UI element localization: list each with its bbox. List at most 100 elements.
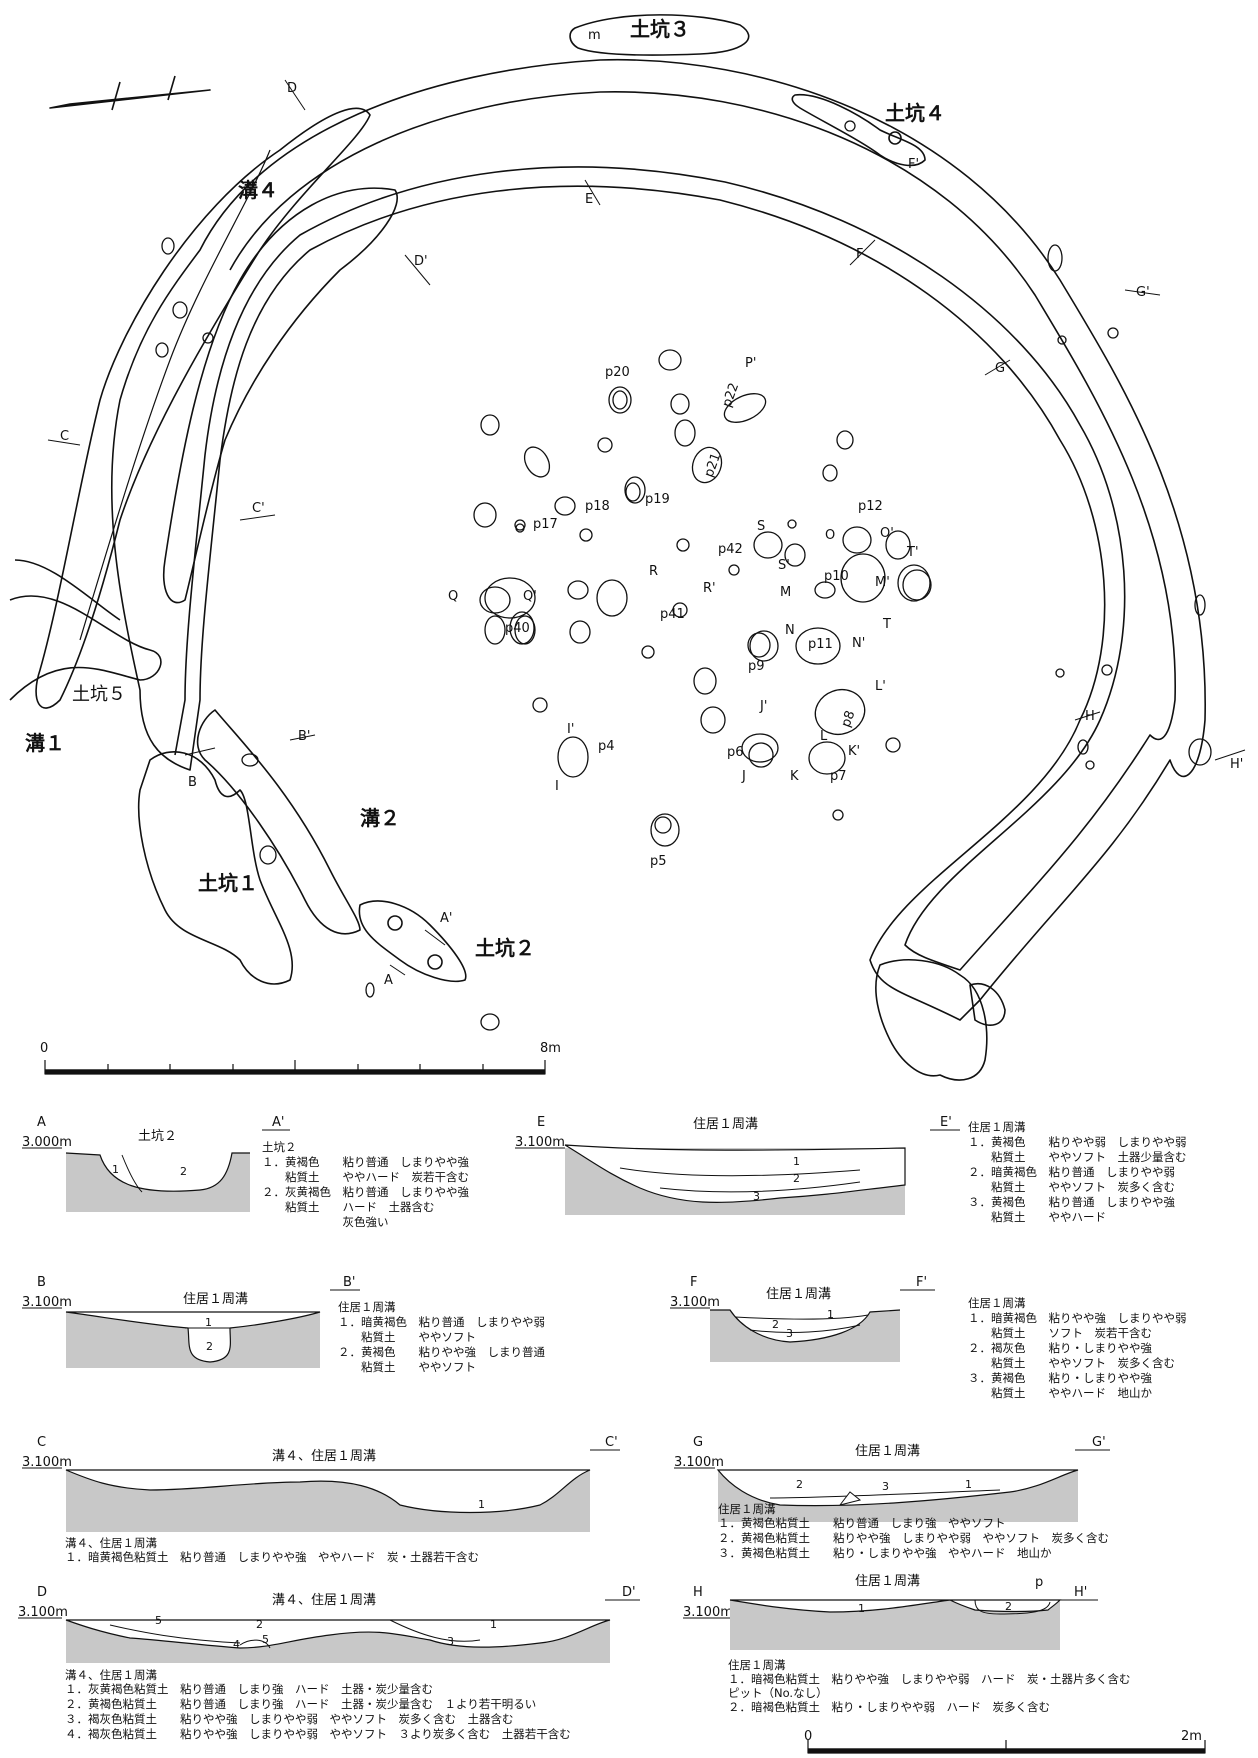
svg-text:p42: p42	[718, 542, 743, 557]
svg-text:B': B'	[343, 1275, 356, 1290]
north-arrow-icon	[49, 75, 211, 111]
svg-text:5: 5	[155, 1614, 162, 1627]
svg-text:H': H'	[1230, 757, 1243, 772]
pit-1-outline	[137, 751, 294, 985]
svg-text:R': R'	[703, 581, 716, 596]
svg-text:p40: p40	[505, 621, 530, 636]
label-dobo5: 土坑５	[72, 684, 126, 705]
svg-text:I: I	[555, 779, 559, 794]
svg-text:2: 2	[256, 1618, 263, 1631]
dwelling-groove-outer	[110, 58, 1206, 1021]
svg-text:Q: Q	[448, 589, 458, 604]
svg-text:8m: 8m	[540, 1041, 561, 1056]
svg-text:p17: p17	[533, 517, 558, 532]
svg-text:3: 3	[447, 1635, 454, 1648]
svg-text:5: 5	[262, 1633, 269, 1646]
svg-text:溝４、住居１周溝: 溝４、住居１周溝	[272, 1449, 376, 1464]
svg-text:2: 2	[180, 1165, 187, 1178]
svg-text:3.100m: 3.100m	[22, 1295, 72, 1310]
svg-text:J: J	[741, 769, 746, 784]
svg-text:住居１周溝: 住居１周溝	[183, 1292, 248, 1307]
svg-text:A': A'	[440, 911, 452, 926]
svg-text:p4: p4	[598, 739, 615, 754]
svg-text:I': I'	[567, 722, 574, 737]
svg-text:p22: p22	[720, 381, 743, 409]
svg-text:T': T'	[906, 545, 919, 560]
desc-D: １．灰黄褐色粘質土 粘り普通 しまり強 ハード 土器・炭少量含む ２．黄褐色粘質…	[65, 1682, 571, 1741]
svg-text:K: K	[790, 769, 799, 784]
label-dobo4: 土坑４	[885, 101, 945, 125]
pit-3-outline	[569, 14, 750, 56]
svg-text:G': G'	[1092, 1435, 1106, 1450]
svg-text:1: 1	[827, 1308, 834, 1321]
desc-G-title: 住居１周溝	[718, 1502, 776, 1516]
svg-text:M: M	[780, 585, 791, 600]
svg-text:G': G'	[1136, 285, 1150, 300]
label-mizo4: 溝４	[238, 178, 278, 202]
svg-text:J': J'	[759, 699, 767, 714]
svg-text:住居１周溝: 住居１周溝	[855, 1574, 920, 1589]
svg-text:p11: p11	[808, 637, 833, 652]
svg-text:1: 1	[478, 1498, 485, 1511]
svg-text:p20: p20	[605, 365, 630, 380]
svg-text:4: 4	[233, 1638, 240, 1651]
desc-C-title: 溝４、住居１周溝	[65, 1536, 157, 1550]
svg-text:O': O'	[880, 526, 894, 541]
svg-text:1: 1	[858, 1602, 865, 1615]
svg-text:p7: p7	[830, 769, 847, 784]
svg-text:3.100m: 3.100m	[683, 1605, 733, 1620]
svg-text:p18: p18	[585, 499, 610, 514]
svg-text:溝４、住居１周溝: 溝４、住居１周溝	[272, 1593, 376, 1608]
plan-scale-bar	[44, 1060, 546, 1075]
svg-text:P': P'	[745, 356, 756, 371]
svg-text:B: B	[37, 1275, 46, 1290]
svg-text:2: 2	[796, 1478, 803, 1491]
svg-text:A': A'	[272, 1115, 284, 1130]
svg-text:1: 1	[965, 1478, 972, 1491]
dwelling-groove-inner	[174, 91, 1176, 971]
label-dobo2: 土坑２	[475, 936, 535, 960]
svg-text:p41: p41	[660, 607, 685, 622]
svg-text:M': M'	[875, 575, 890, 590]
section-A: A A' 3.000m 土坑２ 1 2	[22, 1115, 290, 1212]
section-scale-bar	[807, 1740, 1206, 1754]
svg-text:3.100m: 3.100m	[515, 1135, 565, 1150]
svg-text:p: p	[1035, 1575, 1043, 1590]
svg-text:G: G	[995, 361, 1005, 376]
svg-text:C': C'	[605, 1435, 618, 1450]
svg-text:p21: p21	[702, 451, 725, 479]
section-D: D D' 3.100m 溝４、住居１周溝 1 2 3 4 5 5	[18, 1585, 640, 1663]
svg-text:p12: p12	[858, 499, 883, 514]
svg-text:B: B	[188, 775, 197, 790]
svg-text:2: 2	[1005, 1600, 1012, 1613]
section-H: H H' 3.100m 住居１周溝 p 1 2	[683, 1574, 1098, 1650]
svg-text:3.100m: 3.100m	[670, 1295, 720, 1310]
svg-text:N': N'	[852, 636, 865, 651]
desc-H-title2: ピット（No.なし）	[728, 1686, 828, 1700]
svg-text:2: 2	[206, 1340, 213, 1353]
svg-text:住居１周溝: 住居１周溝	[855, 1444, 920, 1459]
svg-text:p19: p19	[645, 492, 670, 507]
svg-text:F': F'	[908, 157, 919, 172]
svg-text:p10: p10	[824, 569, 849, 584]
svg-text:N: N	[785, 623, 795, 638]
large-feature-outline	[875, 959, 988, 1081]
pit-2-outline	[358, 900, 467, 983]
svg-text:3: 3	[882, 1480, 889, 1493]
svg-text:L: L	[820, 729, 828, 744]
svg-text:土坑２: 土坑２	[138, 1129, 177, 1144]
desc-C: １．暗黄褐色粘質土 粘り普通 しまりやや強 ややハード 炭・土器若干含む	[65, 1550, 479, 1564]
section-E: E E' 3.100m 住居１周溝 1 2 3	[515, 1115, 960, 1215]
desc-H: １．暗褐色粘質土 粘りやや強 しまりやや弱 ハード 炭・土器片多く含む	[728, 1672, 1131, 1686]
desc-E: 住居１周溝 １．黄褐色 粘りやや弱 しまりやや弱 粘質土 ややソフト 土器少量含…	[968, 1120, 1187, 1224]
desc-D-title: 溝４、住居１周溝	[65, 1668, 157, 1682]
label-dobo1: 土坑１	[198, 871, 258, 895]
svg-text:m: m	[588, 28, 601, 43]
label-dobo3: 土坑３	[630, 17, 690, 41]
interior-pits	[473, 349, 932, 847]
desc-B: 住居１周溝 １．暗黄褐色 粘り普通 しまりやや弱 粘質土 ややソフト ２．黄褐色…	[338, 1300, 545, 1374]
label-mizo2: 溝２	[360, 806, 400, 830]
desc-F: 住居１周溝 １．暗黄褐色 粘りやや強 しまりやや弱 粘質土 ソフト 炭若干含む …	[968, 1296, 1187, 1400]
